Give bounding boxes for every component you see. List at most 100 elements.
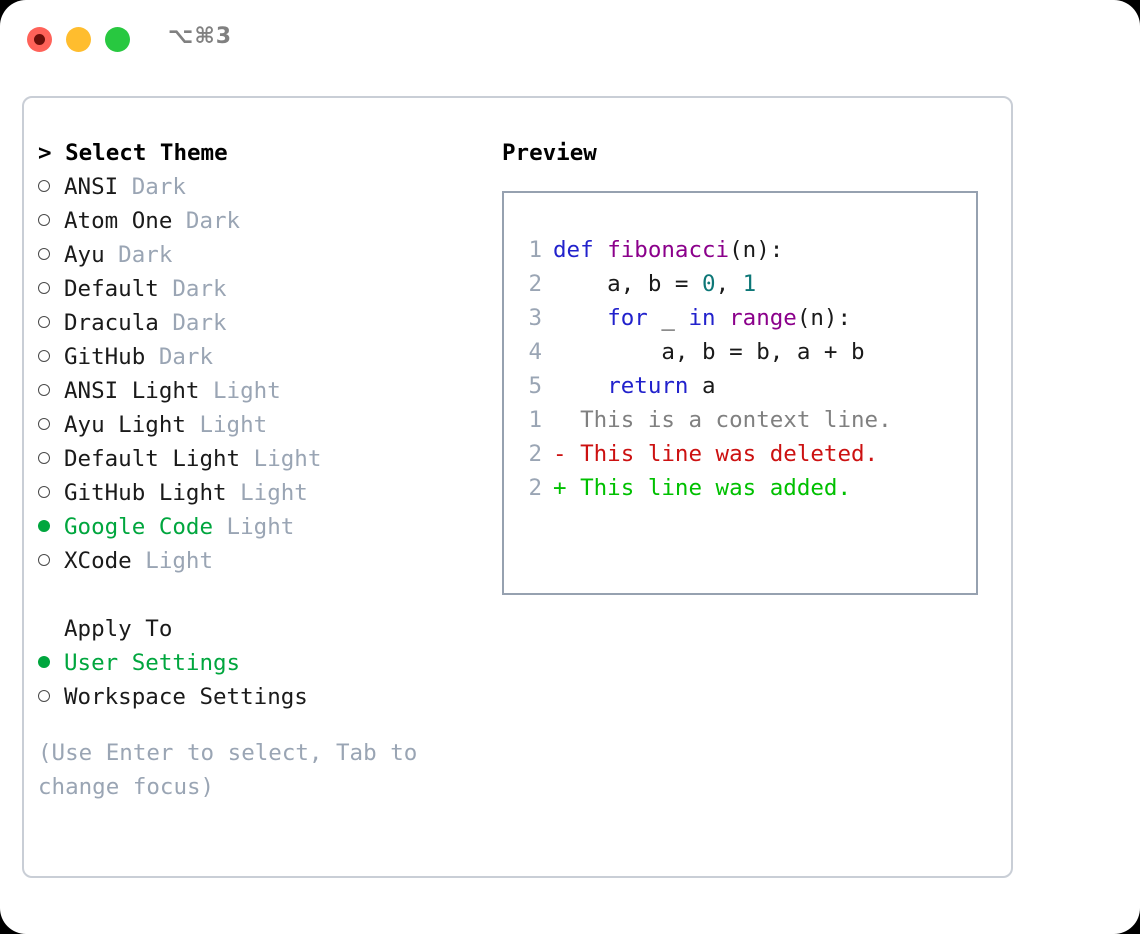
line-number: 2 [528,475,542,501]
theme-name-label: Default Light [64,446,241,472]
theme-list-item[interactable]: Dracula Dark [38,306,478,340]
apply-to-label: Workspace Settings [64,684,308,710]
theme-name-label: GitHub [64,344,146,370]
theme-list-item[interactable]: Atom One Dark [38,204,478,238]
radio-empty-icon [38,374,64,408]
code-line: 5 return a [520,369,865,403]
diff-sign: - [553,441,567,467]
diff-sign [553,407,567,433]
theme-mode-badge: Light [131,548,214,574]
theme-mode-badge: Dark [145,344,214,370]
radio-empty-icon [38,272,64,306]
theme-mode-badge: Dark [172,208,241,234]
radio-empty-icon [38,544,64,578]
code-token: (n): [796,305,852,331]
apply-to-option[interactable]: Workspace Settings [38,680,478,714]
code-token [553,305,607,331]
theme-list-item[interactable]: ANSI Light Light [38,374,478,408]
radio-empty-icon [38,476,64,510]
radio-empty-icon [38,408,64,442]
theme-list-item[interactable]: Ayu Light Light [38,408,478,442]
code-token: _ [647,305,689,331]
code-token: 1 [742,271,757,297]
radio-empty-icon [38,680,64,714]
theme-list-item[interactable]: Google Code Light [38,510,478,544]
theme-mode-badge: Light [226,480,308,506]
preview-title: Preview [502,140,597,166]
radio-empty-icon [38,340,64,374]
theme-list-item[interactable]: Default Dark [38,272,478,306]
theme-list-item[interactable]: GitHub Light Light [38,476,478,510]
theme-name-label: Dracula [64,310,159,336]
code-token: a, b = b, a + b [553,339,865,365]
theme-mode-badge: Dark [158,310,227,336]
radio-selected-icon [38,646,64,680]
theme-mode-badge: Dark [104,242,173,268]
radio-empty-icon [38,442,64,476]
code-token: , [715,271,743,297]
line-number: 3 [528,305,542,331]
theme-name-label: GitHub Light [64,480,227,506]
line-number: 5 [528,373,542,399]
apply-to-label: User Settings [64,650,241,676]
code-token: range [729,305,797,331]
code-line: 4 a, b = b, a + b [520,335,865,369]
theme-list-item[interactable]: ANSI Dark [38,170,478,204]
diff-text: This line was added. [566,475,852,501]
radio-empty-icon [38,238,64,272]
apply-to-option[interactable]: User Settings [38,646,478,680]
theme-mode-badge: Light [185,412,268,438]
code-token: def [553,237,608,263]
diff-line: 2 + This line was added. [520,471,892,505]
keyboard-shortcut-label: ⌥⌘3 [168,24,233,49]
apply-to-title: Apply To [64,616,173,642]
line-number: 4 [528,339,542,365]
code-token [716,305,730,331]
diff-sign: + [553,475,567,501]
code-line: 2 a, b = 0, 1 [520,267,865,301]
theme-name-label: Atom One [64,208,173,234]
theme-list-item[interactable]: Ayu Dark [38,238,478,272]
diff-line: 1 This is a context line. [520,403,891,437]
code-line: 3 for _ in range(n): [520,301,865,335]
theme-mode-badge: Light [240,446,322,472]
theme-name-label: Ayu Light [64,412,186,438]
line-number: 2 [528,441,542,467]
theme-name-label: Ayu [64,242,105,268]
theme-name-label: ANSI [64,174,119,200]
code-token: (n): [729,237,784,263]
code-token: fibonacci [607,237,730,263]
code-token: a, b = [553,271,703,297]
radio-empty-icon [38,204,64,238]
theme-mode-badge: Light [199,378,281,404]
theme-name-label: Google Code [64,514,214,540]
theme-mode-badge: Light [213,514,295,540]
title-bar: ⌥⌘3 [0,0,1140,78]
line-number: 2 [528,271,542,297]
theme-name-label: XCode [64,548,132,574]
recording-indicator-icon [34,34,45,45]
diff-text: This line was deleted. [566,441,879,467]
theme-list-item[interactable]: GitHub Dark [38,340,478,374]
theme-mode-badge: Dark [158,276,227,302]
theme-name-label: ANSI Light [64,378,200,404]
theme-list-item[interactable]: Default Light Light [38,442,478,476]
radio-empty-icon [38,170,64,204]
maximize-button[interactable] [105,27,130,52]
list-spacer [38,578,478,612]
theme-list-item[interactable]: XCode Light [38,544,478,578]
code-token: 0 [702,271,716,297]
minimize-button[interactable] [66,27,91,52]
radio-selected-icon [38,510,64,544]
diff-line: 2- This line was deleted. [520,437,892,471]
diff-sample: 1 This is a context line.2- This line wa… [520,403,892,505]
